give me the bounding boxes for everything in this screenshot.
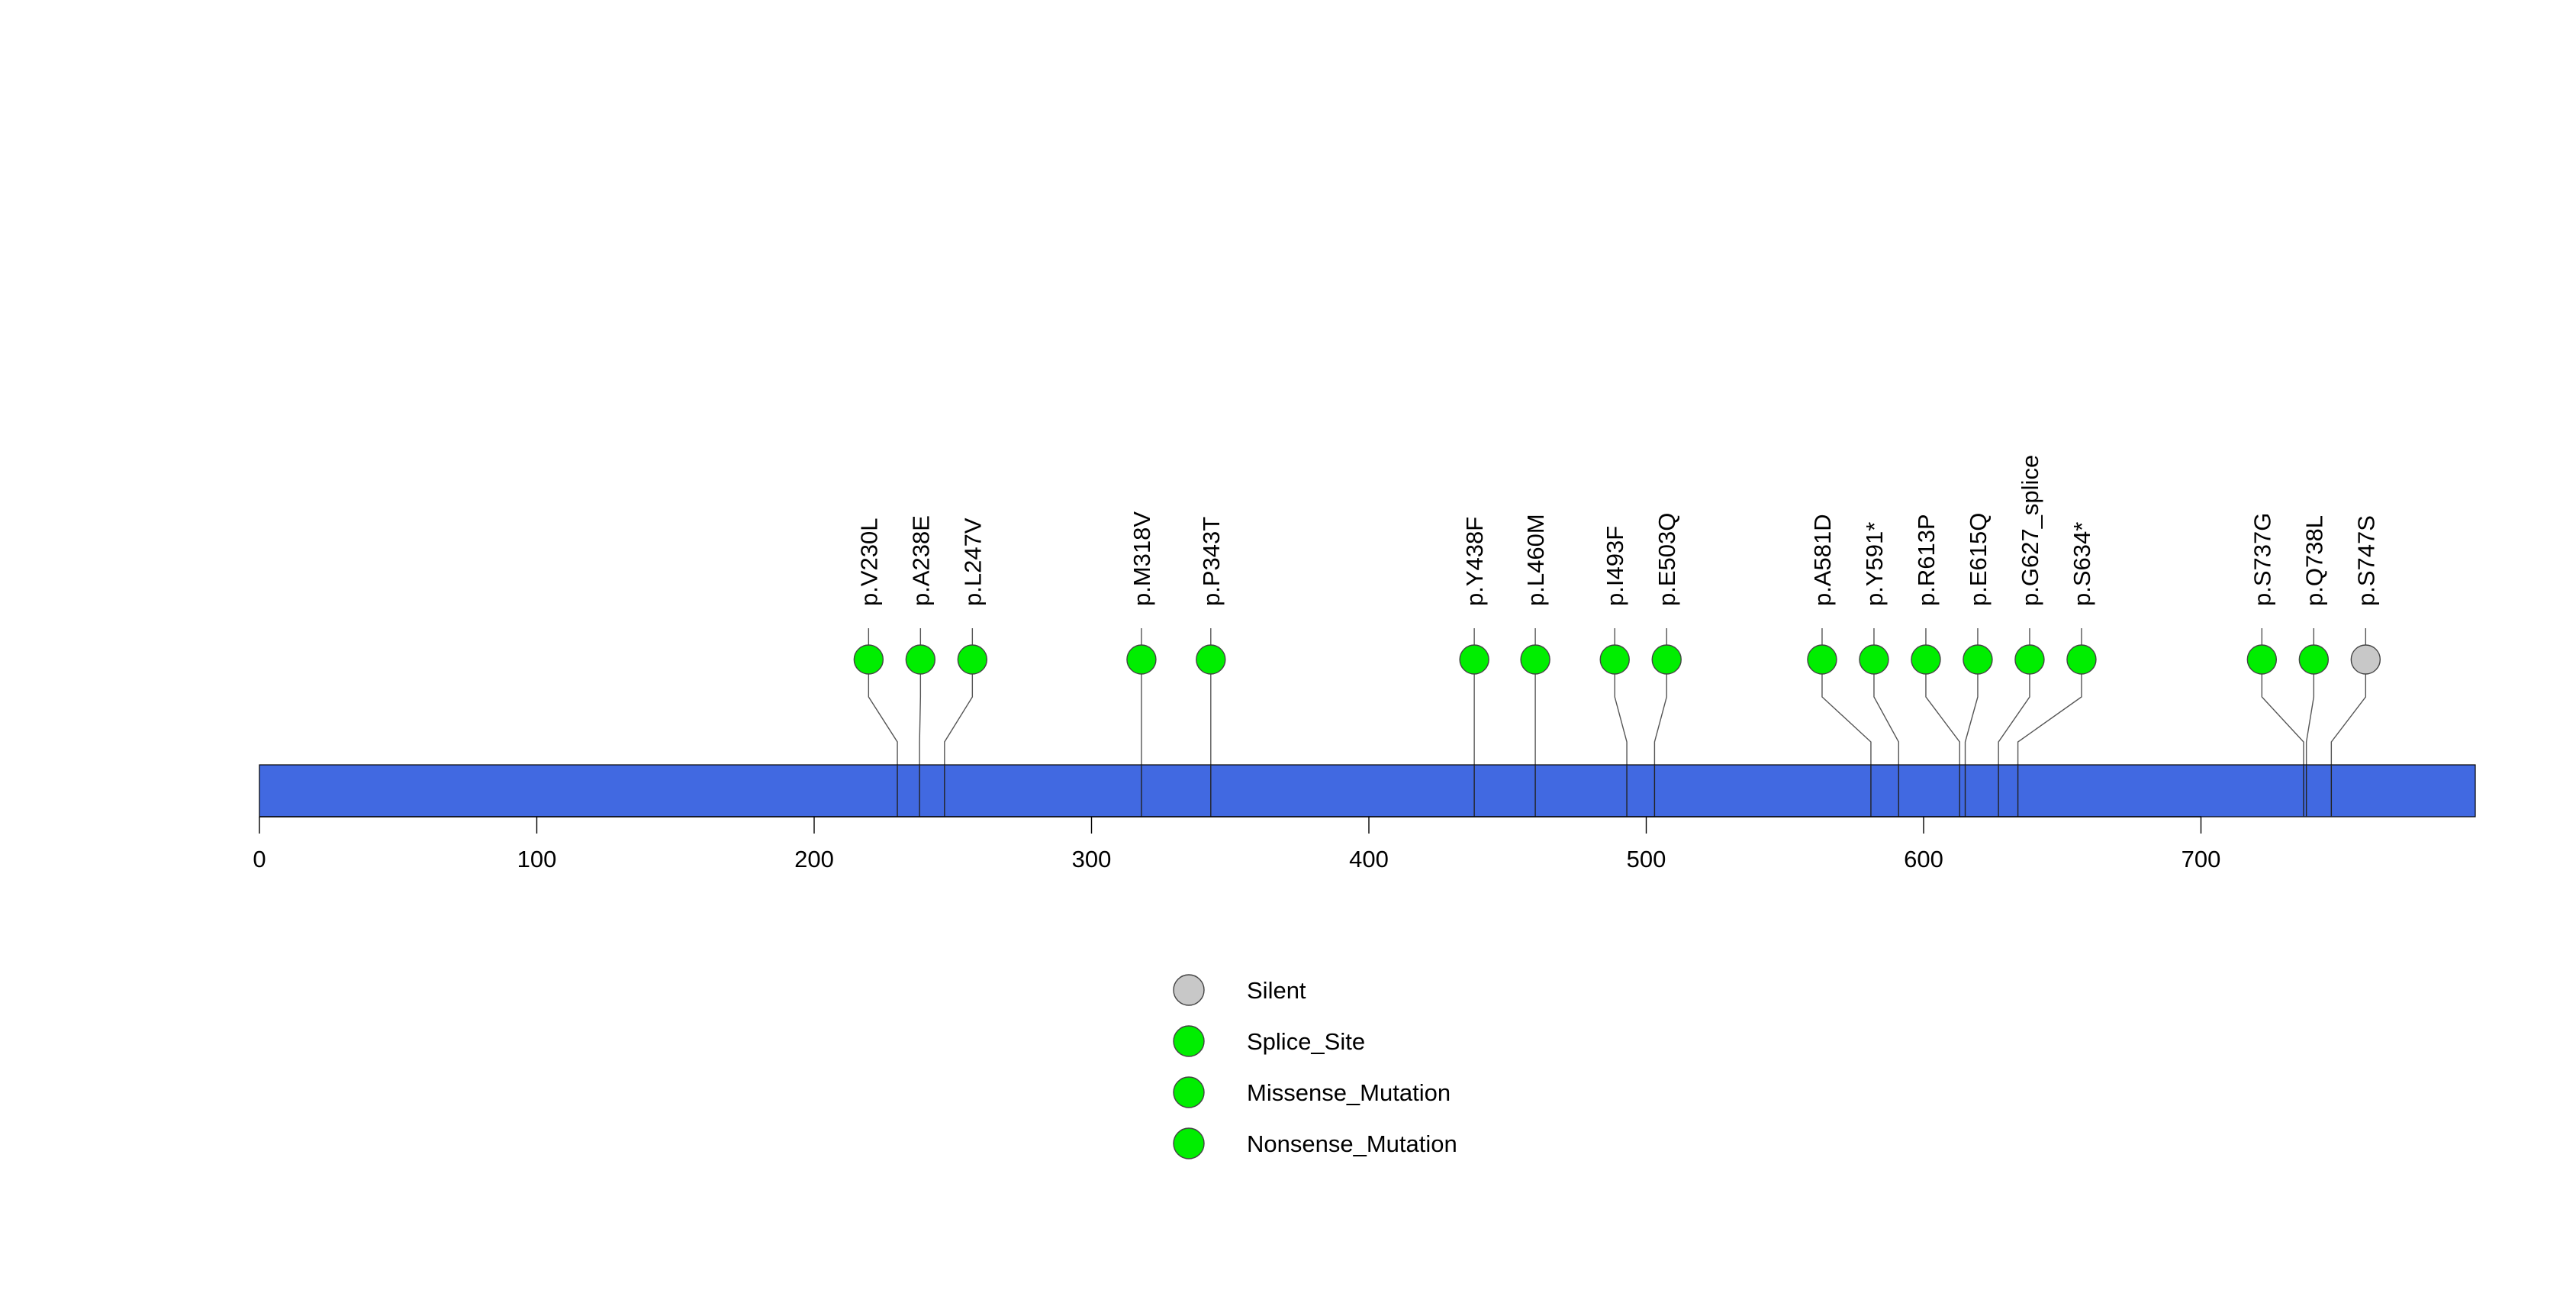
mutation-marker [1911,644,1941,675]
mutation-connector [2261,674,2304,765]
mutation-label: p.E503Q [1653,513,1680,606]
mutation-connector [944,674,974,765]
x-tick-label: 600 [1904,846,1943,872]
position-lines [897,765,2333,817]
legend-marker [1173,1076,1205,1108]
mutation-label: p.L460M [1522,514,1549,606]
legend: SilentSplice_SiteMissense_MutationNonsen… [1173,974,1457,1159]
mutation-marker [1963,644,1993,675]
legend-marker [1173,974,1205,1006]
mutation-connector [1998,674,2030,765]
mutation-label: p.Q738L [2301,515,2327,606]
legend-label: Missense_Mutation [1247,1079,1451,1106]
x-tick-label: 300 [1072,846,1112,872]
mutation-label: p.S737G [2249,513,2275,606]
mutation-marker [2014,644,2045,675]
mutation-label: p.A581D [1809,514,1836,606]
mutation-label: p.P343T [1198,517,1225,606]
x-tick-label: 200 [794,846,834,872]
mutation-label: p.Y591* [1861,522,1888,606]
mutation-connector [2017,674,2082,765]
mutation-marker [1807,644,1837,675]
mutation-marker [2298,644,2330,675]
mutation-marker [1520,644,1550,675]
mutation-connector [1821,674,1872,765]
protein-bar [259,764,2476,818]
mutation-connector [2330,674,2367,765]
legend-label: Splice_Site [1247,1028,1365,1055]
mutation-label: p.Y438F [1461,517,1488,606]
mutation-connector [919,674,922,765]
connector-lines [868,674,2367,765]
legend-label: Nonsense_Mutation [1247,1130,1457,1157]
mutation-marker [2350,644,2381,675]
mutation-marker [1459,644,1489,675]
mutation-label: p.A238E [907,515,934,606]
mutation-marker [1196,644,1226,675]
mutation-connector [2305,674,2315,765]
mutation-marker [2066,644,2097,675]
x-tick-label: 500 [1627,846,1666,872]
mutation-connector [868,674,898,765]
mutation-marker [1859,644,1889,675]
mutation-markers: p.V230L p.A238E p.L247V p.M318V p.P343T p.Y43… [853,455,2381,675]
mutation-connector [1653,674,1667,765]
mutation-label: p.L247V [959,518,986,606]
mutation-marker [1126,644,1157,675]
mutation-marker [957,644,988,675]
mutation-label: p.I493F [1602,526,1628,606]
x-tick-label: 400 [1349,846,1389,872]
mutation-label: p.M318V [1129,511,1155,606]
x-tick-label: 700 [2182,846,2221,872]
mutation-label: p.G627_splice [2017,455,2043,606]
x-tick-label: 100 [517,846,557,872]
mutation-connector [1614,674,1628,765]
mutation-connector [1925,674,1960,765]
mutation-marker [905,644,936,675]
legend-marker [1173,1127,1205,1159]
x-tick-label: 0 [253,846,266,872]
mutation-marker [1599,644,1630,675]
mutation-label: p.V230L [855,518,882,607]
legend-label: Silent [1247,977,1306,1004]
mutation-label: p.S747S [2352,515,2379,606]
mutation-label: p.R613P [1913,514,1940,606]
mutation-label: p.S634* [2069,522,2095,606]
x-axis: 0 100 200 300 400 500 600 700 [253,816,2221,872]
mutation-marker [1651,644,1682,675]
mutation-connector [1873,674,1899,765]
mutation-marker [2246,644,2278,675]
mutation-marker [853,644,884,675]
mutation-label: p.E615Q [1965,513,1992,606]
mutation-connector [1964,674,1979,765]
legend-marker [1173,1025,1205,1057]
